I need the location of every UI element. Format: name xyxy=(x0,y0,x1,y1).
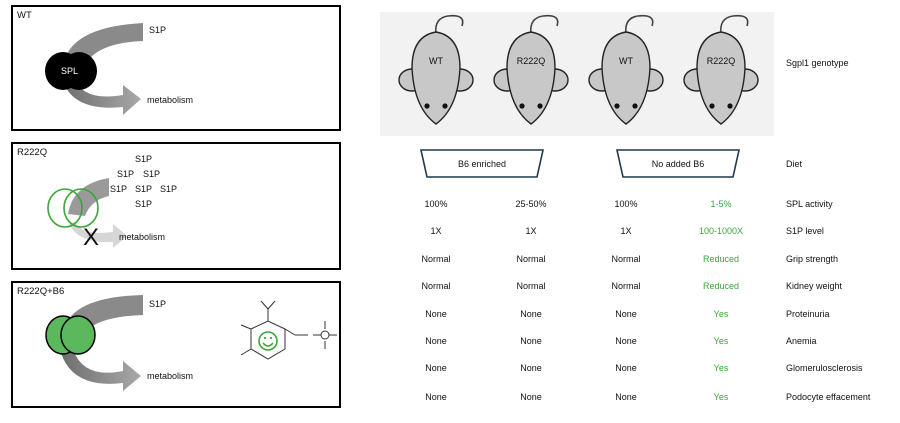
table-cell: Normal xyxy=(611,254,641,264)
diet-b6-enriched: B6 enriched xyxy=(457,159,507,169)
diet-no-added-b6: No added B6 xyxy=(651,159,705,169)
r222q-b6-pathway-diagram xyxy=(45,295,337,391)
metabolism-arrow-faded xyxy=(69,222,127,248)
mouse-genotype-label: WT xyxy=(619,56,633,66)
table-cell: 1X xyxy=(430,226,442,236)
metabolism-label: metabolism xyxy=(147,95,194,105)
table-cell: None xyxy=(615,392,637,402)
row-label: Kidney weight xyxy=(786,281,843,291)
s1p-label: S1P xyxy=(135,199,153,209)
panel-title: R222Q xyxy=(17,147,48,158)
row-label-diet: Diet xyxy=(786,159,803,169)
s1p-label: S1P xyxy=(143,169,161,179)
table-cell: 100% xyxy=(614,199,638,209)
table-cell: Yes xyxy=(713,309,729,319)
wt-pathway-diagram xyxy=(45,23,143,115)
metabolism-arrow xyxy=(63,77,141,115)
row-label: Grip strength xyxy=(786,254,839,264)
row-label: Anemia xyxy=(786,336,817,346)
panel-r222q: R222Q S1P S1P S1P S1P S1P S1P S1P X meta… xyxy=(11,142,341,270)
row-label: Proteinuria xyxy=(786,309,830,319)
panel-title: WT xyxy=(17,10,32,21)
table-cell: 100% xyxy=(424,199,448,209)
row-label: S1P level xyxy=(786,226,824,236)
table-cell: Normal xyxy=(421,254,451,264)
r222q-pathway-diagram xyxy=(47,178,127,248)
s1p-label: S1P xyxy=(110,184,128,194)
s1p-arc xyxy=(68,178,109,216)
table-cell: Yes xyxy=(713,392,729,402)
table-cell: None xyxy=(520,363,542,373)
table-cell: None xyxy=(520,309,542,319)
block-x: X xyxy=(83,224,100,251)
table-cell: Normal xyxy=(421,281,451,291)
rescued-enzyme-right xyxy=(60,315,96,355)
table-cell: None xyxy=(615,363,637,373)
metabolism-arrow xyxy=(61,349,141,391)
row-label: SPL activity xyxy=(786,199,833,209)
s1p-label: S1P xyxy=(117,169,135,179)
table-cell: None xyxy=(425,309,447,319)
panel-wt: WT SPL S1P metabolism xyxy=(11,5,341,131)
table-cell: None xyxy=(425,363,447,373)
row-label: Glomerulosclerosis xyxy=(786,363,863,373)
mouse-genotype-label: WT xyxy=(429,56,443,66)
table-cell: None xyxy=(520,392,542,402)
metabolism-label: metabolism xyxy=(147,371,194,381)
s1p-label: S1P xyxy=(135,154,153,164)
table-cell: 25-50% xyxy=(515,199,547,209)
table-cell: None xyxy=(615,336,637,346)
table-cell: Reduced xyxy=(702,281,740,291)
metabolism-label: metabolism xyxy=(119,232,166,242)
mutant-enzyme-left xyxy=(47,188,83,228)
table-cell: None xyxy=(520,336,542,346)
table-cell: Normal xyxy=(516,254,546,264)
row-label-genotype: Sgpl1 genotype xyxy=(786,58,849,68)
table-cell: Yes xyxy=(713,336,729,346)
s1p-label: S1P xyxy=(135,184,153,194)
table-cell: 1X xyxy=(620,226,632,236)
table-cell: 100-1000X xyxy=(698,226,744,236)
table-cell: 1-5% xyxy=(710,199,732,209)
table-cell: 1X xyxy=(525,226,537,236)
panel-title: R222Q+B6 xyxy=(17,286,65,297)
b6-pyridoxal-phosphate-structure xyxy=(240,300,337,360)
table-cell: None xyxy=(615,309,637,319)
table-cell: Normal xyxy=(611,281,641,291)
s1p-label: S1P xyxy=(160,184,178,194)
spl-label: SPL xyxy=(61,66,79,76)
mouse-genotype-label: R222Q xyxy=(706,56,736,66)
s1p-label: S1P xyxy=(149,299,167,309)
table-cell: None xyxy=(425,336,447,346)
table-cell: Reduced xyxy=(702,254,740,264)
panel-r222q-b6: R222Q+B6 xyxy=(11,281,341,408)
b6-smiley-icon xyxy=(258,331,278,351)
table-cell: Normal xyxy=(516,281,546,291)
row-label: Podocyte effacement xyxy=(786,392,871,402)
s1p-label: S1P xyxy=(149,25,167,35)
spl-enzyme-right xyxy=(61,52,97,90)
mouse-genotype-label: R222Q xyxy=(516,56,546,66)
table-cell: Yes xyxy=(713,363,729,373)
table-cell: None xyxy=(425,392,447,402)
mutant-enzyme-right xyxy=(63,188,99,228)
